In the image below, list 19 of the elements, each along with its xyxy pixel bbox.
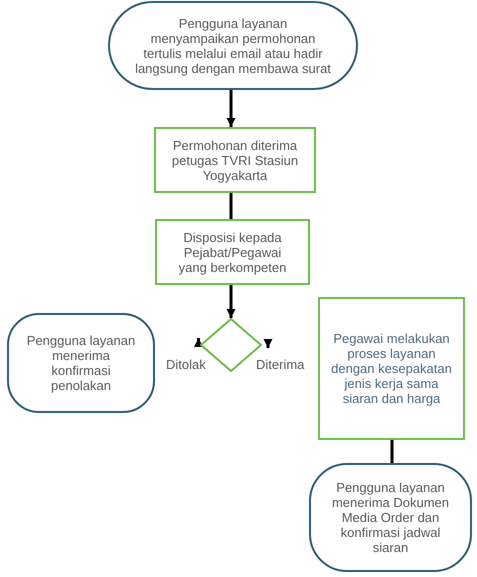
arrow	[226, 285, 236, 318]
node-text: Permohonan diterima petugas TVRI Stasiun Yogyakarta	[170, 138, 300, 182]
process-box	[154, 127, 316, 193]
edge-label: Ditolak	[166, 357, 206, 372]
arrow	[226, 90, 236, 127]
terminal-shape	[7, 313, 155, 413]
node-text: Disposisi kepada Pejabat/Pegawai yang berkompeten	[178, 230, 288, 274]
node-text: Pegawai melakukan proses layanan dengan kesepakatan jenis kerja sama siaran dan harga	[330, 331, 453, 406]
node-text: Pengguna layanan menerima Dokumen Media Order dan konfirmasi jadwal siaran	[330, 480, 450, 555]
connector-line	[390, 440, 394, 463]
terminal-shape	[309, 463, 472, 572]
node-text: Pengguna layanan menyampaikan permohonan tertulis melalui email atau hadir langsung dengan membawa surat	[134, 16, 332, 76]
process-box	[318, 297, 465, 440]
arrow	[264, 339, 272, 348]
edge-label: Diterima	[256, 357, 304, 372]
connector-line	[230, 193, 232, 219]
node-text: Pengguna layanan menerima konfirmasi penolakan	[26, 333, 136, 393]
process-box	[155, 219, 310, 285]
arrow	[194, 338, 203, 347]
